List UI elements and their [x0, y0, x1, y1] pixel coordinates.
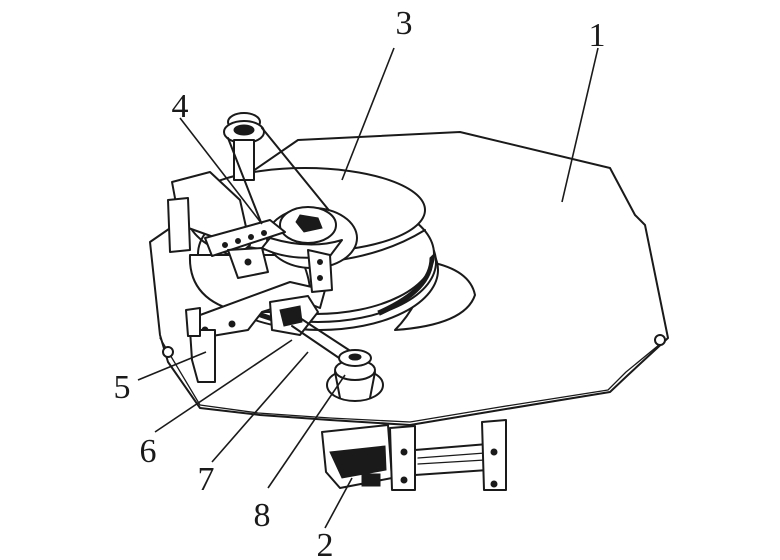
leader-3	[341, 47, 395, 181]
leader-1	[561, 47, 599, 203]
lower-belt	[299, 317, 353, 353]
leader-7	[211, 351, 309, 463]
bottom-motor	[321, 419, 507, 491]
callout-6: 6	[140, 433, 157, 470]
mount-hole-left	[162, 346, 174, 358]
callout-7: 7	[198, 461, 215, 498]
callout-3: 3	[396, 5, 413, 42]
callout-8: 8	[254, 497, 271, 534]
leader-6	[154, 339, 293, 433]
leader-8	[267, 374, 346, 489]
lower-pulley	[326, 349, 384, 402]
leader-2	[324, 477, 353, 529]
bracket-assembly	[167, 171, 286, 279]
leader-5	[137, 351, 207, 381]
callout-5: 5	[114, 369, 131, 406]
left-block	[189, 329, 216, 383]
leader-4	[179, 117, 263, 225]
callout-1: 1	[589, 17, 606, 54]
base-plate-edge	[159, 337, 666, 423]
mount-hole-right	[654, 334, 666, 346]
callout-2: 2	[317, 527, 334, 560]
rocker-arm	[191, 249, 333, 339]
callout-4: 4	[172, 88, 189, 125]
